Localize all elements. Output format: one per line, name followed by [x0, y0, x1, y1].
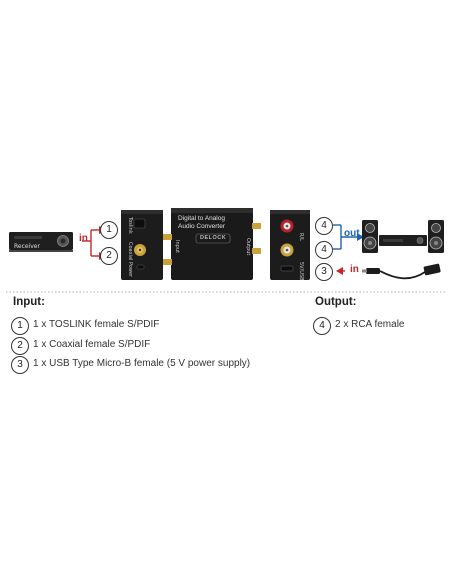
output-item-1-number: 4	[313, 317, 331, 335]
input-side-label: Input	[174, 240, 180, 253]
output-item-1-text: 2 x RCA female	[335, 319, 405, 330]
usb-in-label: in	[350, 264, 359, 275]
input-item-2-text: 1 x Coaxial female S/PDIF	[33, 339, 151, 350]
converter-title-2: Audio Converter	[178, 223, 225, 230]
toslink-port	[133, 218, 146, 229]
input-item-1-number: 1	[11, 317, 29, 335]
legend: Input: Output: 1 1 x TOSLINK female S/PD…	[0, 296, 452, 386]
input-heading: Input:	[13, 296, 45, 308]
connection-diagram: Receiver in 1 2 Toslink Coaxial Power Di…	[6, 208, 446, 293]
speaker-left	[362, 220, 378, 253]
toslink-label: Toslink	[127, 217, 133, 234]
rl-label: R/L	[298, 233, 304, 241]
amplifier	[379, 235, 427, 246]
input-item-1-text: 1 x TOSLINK female S/PDIF	[33, 319, 160, 330]
power-label: Power	[127, 262, 133, 278]
usb-cable	[362, 263, 441, 280]
converter-input-panel	[121, 210, 163, 280]
power-port	[136, 264, 145, 270]
coaxial-label: Coaxial	[127, 242, 133, 261]
callout-1: 1	[100, 221, 118, 239]
input-in-label: in	[79, 233, 88, 244]
callout-4b: 4	[315, 241, 333, 259]
converter-title-1: Digital to Analog	[178, 215, 225, 222]
brand-logo	[195, 233, 231, 244]
output-bracket	[333, 224, 358, 250]
input-bracket	[82, 229, 99, 257]
converter-body	[163, 208, 261, 280]
receiver-device	[9, 232, 73, 252]
output-out-label: out	[344, 228, 360, 239]
callout-2: 2	[100, 247, 118, 265]
converter-output-panel	[270, 210, 310, 280]
output-side-label: Output	[245, 238, 251, 256]
usb-label: 5V/USB	[298, 262, 304, 281]
speaker-right	[428, 220, 444, 253]
output-heading: Output:	[315, 296, 357, 308]
input-item-3-number: 3	[11, 356, 29, 374]
callout-4a: 4	[315, 217, 333, 235]
output-arrow-icon	[357, 233, 364, 241]
usb-port	[280, 265, 294, 272]
receiver-label: Receiver	[14, 243, 40, 250]
callout-3: 3	[315, 263, 333, 281]
input-item-3-text: 1 x USB Type Micro-B female (5 V power s…	[33, 358, 251, 369]
diagram-graphics	[6, 208, 446, 293]
usb-in-arrow-icon	[336, 267, 343, 275]
input-item-2-number: 2	[11, 337, 29, 355]
brand-label: DELOCK	[200, 235, 227, 241]
